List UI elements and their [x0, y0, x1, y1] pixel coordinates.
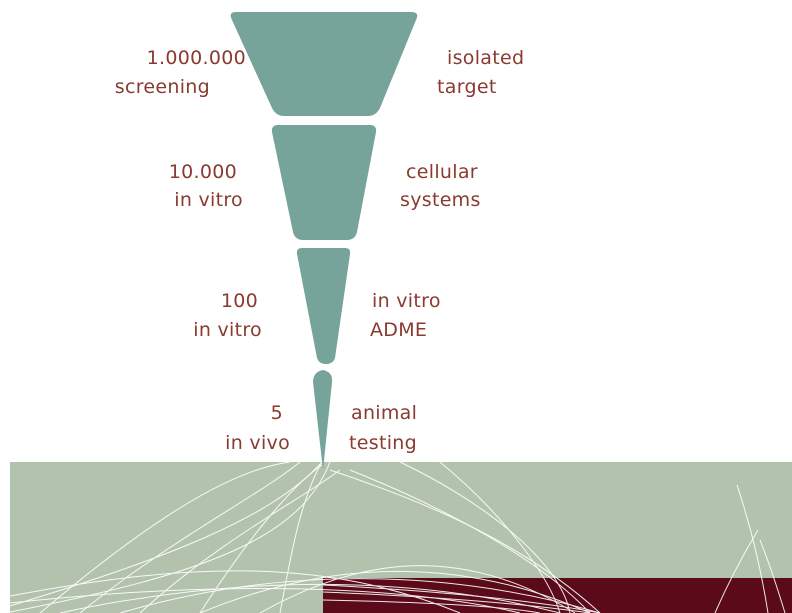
stage-4-system-line1: animal: [351, 402, 418, 424]
stage-4-system-line2: testing: [349, 432, 417, 454]
funnel-segment-3: [296, 248, 351, 364]
stage-2-method: in vitro: [174, 189, 243, 211]
decorative-curves: [9, 461, 786, 613]
stage-1-system-line1: isolated: [447, 47, 525, 69]
funnel-segment-2: [271, 125, 377, 240]
stage-2-system-line2: systems: [400, 189, 481, 211]
funnel-segment-4: [313, 370, 333, 470]
funnel: [230, 12, 418, 470]
stage-4-count: 5: [270, 402, 283, 424]
stage-1-count: 1.000.000: [146, 47, 246, 69]
funnel-segment-1: [230, 12, 418, 116]
stage-3-system-line2: ADME: [370, 319, 428, 341]
stage-3-count: 100: [220, 290, 258, 312]
stage-3-method: in vitro: [193, 319, 262, 341]
stage-2-count: 10.000: [168, 161, 237, 183]
stage-4-method: in vivo: [225, 432, 290, 454]
stage-1-method: screening: [114, 76, 210, 98]
stage-3-system-line1: in vitro: [372, 290, 441, 312]
stage-2-system-line1: cellular: [406, 161, 478, 183]
stage-1-system-line2: target: [437, 76, 497, 98]
